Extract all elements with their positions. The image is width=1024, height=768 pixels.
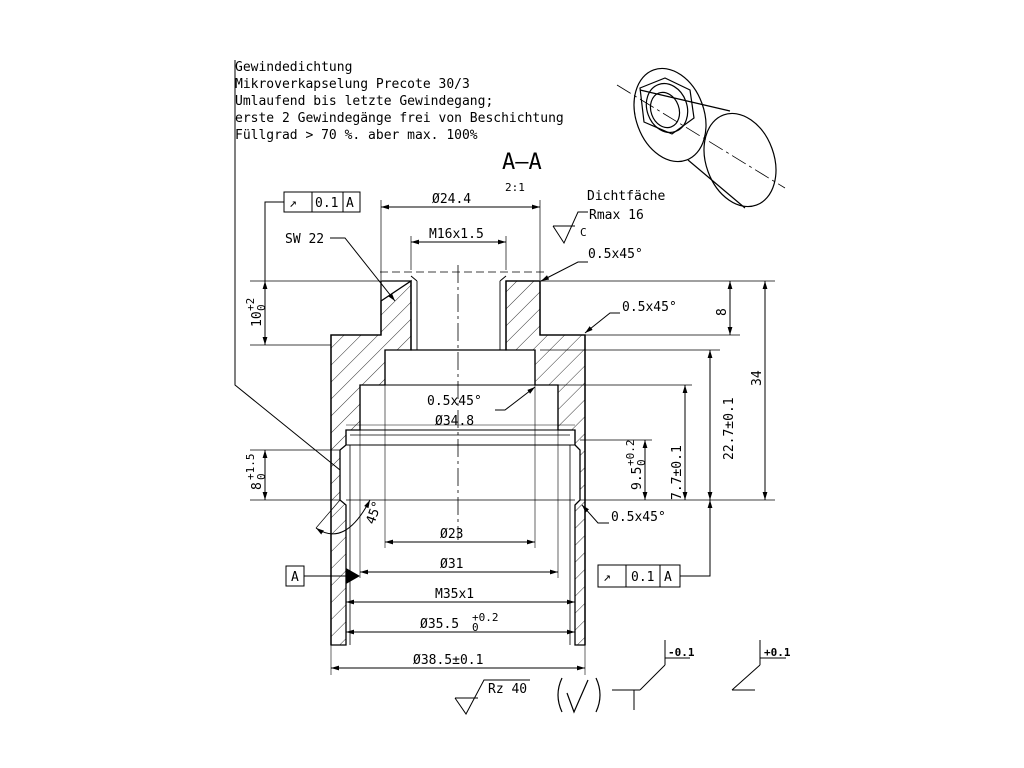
- dim-h8b-tol-up: +1.5: [244, 454, 257, 481]
- angle-45-arc: [315, 499, 371, 535]
- dim-h22-7: 22.7±0.1: [722, 397, 737, 460]
- dim-d38-5: Ø38.5±0.1: [413, 653, 483, 668]
- top-annotations: ↗ 0.1 A Ø24.4 M16x1.5 SW 22 Dichtfäche R…: [264, 189, 677, 334]
- dim-d31: Ø31: [440, 557, 463, 572]
- dim-ch-inner: 0.5x45°: [427, 394, 482, 409]
- dim-h10-tol-low: 0: [255, 304, 268, 311]
- section-body: [330, 265, 586, 646]
- datum-a: A: [285, 565, 360, 587]
- dim-h10-tol-up: +2: [244, 298, 257, 311]
- chamfer-top-right: [499, 275, 507, 282]
- runout-top-value: 0.1: [315, 196, 338, 211]
- dim-m35: M35x1: [435, 587, 474, 602]
- sealing-face-roughness: Rmax 16: [589, 208, 644, 223]
- dim-angle45: 45°: [364, 499, 386, 526]
- dim-h8b-tol-low: 0: [255, 473, 268, 480]
- notes-block: Gewindedichtung Mikroverkapselung Precot…: [234, 60, 564, 471]
- surface-general-label: Rz 40: [488, 682, 527, 697]
- dim-h10: 10: [250, 311, 265, 327]
- dim-ch-bottom: 0.5x45°: [611, 510, 666, 525]
- groove: [345, 430, 576, 446]
- section-scale: 2:1: [505, 181, 525, 194]
- section-label: A–A: [502, 150, 542, 175]
- dim-d23: Ø23: [440, 527, 463, 542]
- note-line-4: erste 2 Gewindegänge frei von Beschichtu…: [235, 111, 564, 126]
- tol-right-value: +0.1: [764, 646, 791, 659]
- dim-ch-shoulder: 0.5x45°: [622, 300, 677, 315]
- dim-d35-5-tol-low: 0: [472, 621, 479, 634]
- dim-h9-5-tol-low: 0: [635, 459, 648, 466]
- dim-ch-top: 0.5x45°: [588, 247, 643, 262]
- runout-bottom-symbol: ↗: [603, 570, 611, 585]
- inner-dimensions: 0.5x45° Ø34.8 Ø23 Ø31 M35x1 Ø35.5 +0.2 0…: [330, 385, 586, 675]
- dim-h9-5-tol-up: +0.2: [624, 440, 637, 467]
- tolerance-symbols: -0.1 +0.1: [612, 640, 791, 710]
- runout-top-datum: A: [346, 196, 354, 211]
- dim-d34-8: Ø34.8: [435, 414, 474, 429]
- note-line-5: Füllgrad > 70 %. aber max. 100%: [235, 128, 478, 143]
- bore-outline: [384, 350, 536, 386]
- note-line-1: Gewindedichtung: [235, 60, 352, 75]
- dim-d35-5-tol-up: +0.2: [472, 611, 499, 624]
- general-surface-finish: Rz 40: [454, 677, 601, 715]
- sealing-face-symbol: [552, 211, 588, 245]
- dim-d35-5: Ø35.5: [420, 617, 459, 632]
- dim-h7-7: 7.7±0.1: [670, 445, 685, 500]
- note-line-3: Umlaufend bis letzte Gewindegang;: [235, 94, 493, 109]
- surface-bracket-right: [595, 677, 601, 713]
- bore-step: [359, 385, 559, 431]
- runout-bottom-value: 0.1: [631, 570, 654, 585]
- runout-bottom-datum: A: [664, 570, 672, 585]
- left-dimensions: 10 +2 0 8 +1.5 0 45°: [244, 280, 386, 535]
- part-outline: [330, 280, 586, 645]
- isometric-view: [616, 67, 786, 209]
- note-leader: [234, 60, 341, 471]
- runout-frame-top: ↗ 0.1 A: [264, 191, 361, 281]
- surface-bracket-left: [557, 677, 563, 713]
- sealing-face-label: Dichtfäche: [587, 189, 665, 204]
- dim-h8b: 8: [250, 482, 265, 490]
- chamfer-top-left: [410, 275, 418, 282]
- dim-h8: 8: [715, 308, 730, 316]
- tol-left-value: -0.1: [668, 646, 695, 659]
- dim-d24-4: Ø24.4: [432, 192, 471, 207]
- runout-top-symbol: ↗: [289, 196, 297, 211]
- datum-label: A: [291, 570, 299, 585]
- dim-m16: M16x1.5: [429, 227, 484, 242]
- dim-h34: 34: [750, 370, 765, 386]
- runout-frame-bottom: ↗ 0.1 A: [597, 500, 713, 588]
- sealing-face-ref: C: [580, 226, 587, 239]
- dim-h9-5: 9.5: [630, 467, 645, 490]
- right-dimensions: 8 34 22.7±0.1 7.7±0.1 9.5 +0.2 0 0.5x45°: [535, 280, 775, 588]
- dim-sw22: SW 22: [285, 232, 324, 247]
- note-line-2: Mikroverkapselung Precote 30/3: [235, 77, 470, 92]
